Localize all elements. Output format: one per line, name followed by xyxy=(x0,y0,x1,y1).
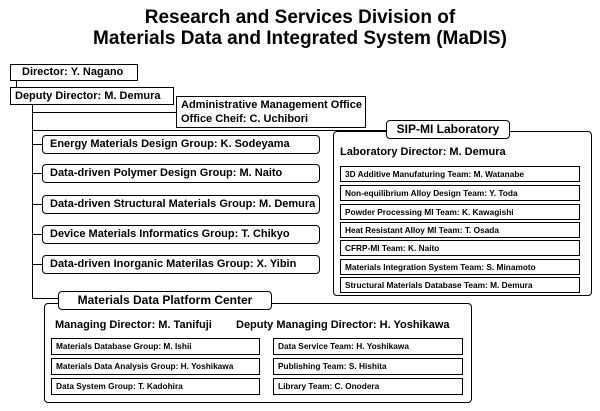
platform-team-label: Library Team: C. Onodera xyxy=(278,381,380,391)
admin-office-name: Administrative Management Office xyxy=(181,99,362,111)
connector-director-deputy xyxy=(16,79,17,88)
sip-laboratory-box: Laboratory Director: M. Demura 3D Additi… xyxy=(333,131,592,296)
connector-group-1 xyxy=(32,144,42,145)
platform-deputy-managing-director: Deputy Managing Director: H. Yoshikawa xyxy=(236,319,450,331)
connector-group-4 xyxy=(32,234,42,235)
platform-team-1: Data Service Team: H. Yoshikawa xyxy=(273,338,463,355)
connector-platform-branch xyxy=(32,298,58,299)
connector-group-2 xyxy=(32,173,42,174)
team-label: Heat Resistant Alloy MI Team: T. Osada xyxy=(345,225,499,235)
group-device-materials: Device Materials Informatics Group: T. C… xyxy=(42,225,320,244)
platform-group-3: Data System Group: T. Kadohira xyxy=(51,378,260,395)
deputy-director-label: Deputy Director: M. Demura xyxy=(15,90,161,102)
team-label: Structural Materials Database Team: M. D… xyxy=(345,280,533,290)
sip-laboratory-title: SIP-MI Laboratory xyxy=(386,120,510,139)
platform-group-label: Data System Group: T. Kadohira xyxy=(56,381,183,391)
group-energy-materials: Energy Materials Design Group: K. Sodeya… xyxy=(42,135,320,154)
deputy-director-box: Deputy Director: M. Demura xyxy=(10,87,174,105)
team-label: 3D Additive Manufaturing Team: M. Watana… xyxy=(345,169,525,179)
group-label: Data-driven Polymer Design Group: M. Nai… xyxy=(50,167,283,179)
group-label: Device Materials Informatics Group: T. C… xyxy=(50,228,290,240)
connector-main-trunk xyxy=(32,105,33,298)
sip-team-6: Materials Integration System Team: S. Mi… xyxy=(340,259,580,275)
group-label: Data-driven Structural Materials Group: … xyxy=(50,198,316,210)
chart-title-line-1: Research and Services Division of xyxy=(144,7,456,28)
platform-team-label: Publishing Team: S. Hishita xyxy=(278,361,387,371)
admin-office-box: Administrative Management Office Office … xyxy=(176,96,366,128)
connector-group-5 xyxy=(32,264,42,265)
sip-team-5: CFRP-MI Team: K. Naito xyxy=(340,240,580,256)
platform-team-2: Publishing Team: S. Hishita xyxy=(273,358,463,375)
group-label: Energy Materials Design Group: K. Sodeya… xyxy=(50,138,290,150)
platform-group-label: Materials Data Analysis Group: H. Yoshik… xyxy=(56,361,234,371)
connector-admin-branch xyxy=(32,112,176,113)
platform-team-3: Library Team: C. Onodera xyxy=(273,378,463,395)
group-label: Data-driven Inorganic Materilas Group: X… xyxy=(50,258,297,270)
director-box: Director: Y. Nagano xyxy=(10,64,138,81)
connector-group-3 xyxy=(32,204,42,205)
sip-laboratory-director: Laboratory Director: M. Demura xyxy=(340,146,506,158)
group-inorganic-materials: Data-driven Inorganic Materilas Group: X… xyxy=(42,255,320,274)
platform-center-box: Managing Director: M. Tanifuji Deputy Ma… xyxy=(44,303,472,403)
platform-group-2: Materials Data Analysis Group: H. Yoshik… xyxy=(51,358,260,375)
sip-team-7: Structural Materials Database Team: M. D… xyxy=(340,277,580,293)
platform-group-label: Materials Database Group: M. Ishii xyxy=(56,341,192,351)
director-label: Director: Y. Nagano xyxy=(22,66,124,78)
group-structural-materials: Data-driven Structural Materials Group: … xyxy=(42,195,320,214)
sip-team-3: Powder Processing MI Team: K. Kawagishi xyxy=(340,204,580,220)
team-label: CFRP-MI Team: K. Naito xyxy=(345,243,440,253)
connector-sip-branch xyxy=(172,130,386,131)
group-polymer-design: Data-driven Polymer Design Group: M. Nai… xyxy=(42,164,320,183)
platform-center-title-label: Materials Data Platform Center xyxy=(77,293,253,307)
sip-team-4: Heat Resistant Alloy MI Team: T. Osada xyxy=(340,222,580,238)
connector-groups-trunk xyxy=(32,130,172,131)
sip-laboratory-title-label: SIP-MI Laboratory xyxy=(396,122,500,136)
sip-team-2: Non-equilibrium Alloy Design Team: Y. To… xyxy=(340,185,580,201)
platform-managing-director: Managing Director: M. Tanifuji xyxy=(55,319,212,331)
chart-title-line-2: Materials Data and Integrated System (Ma… xyxy=(93,28,507,49)
admin-office-chief: Office Cheif: C. Uchibori xyxy=(181,113,309,125)
sip-team-1: 3D Additive Manufaturing Team: M. Watana… xyxy=(340,166,580,182)
team-label: Materials Integration System Team: S. Mi… xyxy=(345,262,536,272)
platform-center-title: Materials Data Platform Center xyxy=(58,291,272,310)
team-label: Powder Processing MI Team: K. Kawagishi xyxy=(345,207,514,217)
platform-group-1: Materials Database Group: M. Ishii xyxy=(51,338,260,355)
team-label: Non-equilibrium Alloy Design Team: Y. To… xyxy=(345,188,518,198)
platform-team-label: Data Service Team: H. Yoshikawa xyxy=(278,341,409,351)
